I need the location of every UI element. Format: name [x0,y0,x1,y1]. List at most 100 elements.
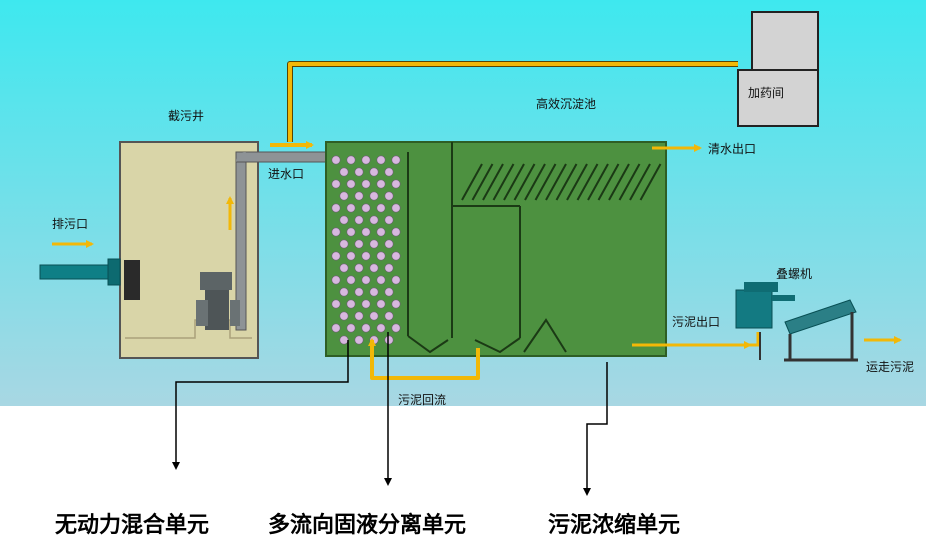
sludge-transport-label: 运走污泥 [866,360,914,374]
ground-background [0,406,926,545]
inclined-plate [587,163,609,201]
bubble [346,251,356,261]
bubble [346,299,356,309]
inclined-plate [639,163,662,201]
bubble [391,179,401,189]
bubble [361,323,371,333]
inclined-plate [482,163,504,201]
bubble [346,155,356,165]
bubble [376,227,386,237]
bubble [339,311,349,321]
inclined-plate [471,163,494,201]
bubble [384,239,394,249]
bubble [346,323,356,333]
bubble [369,263,379,273]
bubble [346,275,356,285]
bubble [354,335,364,345]
unit-label-mixing: 无动力混合单元 [55,512,209,538]
bubble [339,191,349,201]
sludge-outlet-label: 污泥出口 [672,315,720,329]
bubble [339,215,349,225]
bubble [369,239,379,249]
bubble [376,155,386,165]
bubble [361,275,371,285]
bubble [354,167,364,177]
bubble [376,251,386,261]
bubble [369,311,379,321]
inclined-plate [555,163,578,201]
inclined-plate [513,163,536,201]
bubble [384,191,394,201]
bubble [384,167,394,177]
sediment-tank: 高效沉淀池 [325,96,667,357]
inclined-plate [545,163,567,201]
bubble [346,179,356,189]
inclined-plate [597,163,620,201]
bubble [354,215,364,225]
sewage-outlet-label: 排污口 [52,217,88,231]
bubble [391,203,401,213]
bubble [331,179,341,189]
interceptor-well: 截污井 [119,109,337,359]
bubble [331,275,341,285]
bubble [376,179,386,189]
unit-label-thickening: 污泥浓缩单元 [548,512,680,538]
screw-press: 叠螺机 [735,267,858,362]
sludge-return-label: 污泥回流 [398,393,446,407]
inclined-plate [618,163,641,201]
bubble [369,191,379,201]
inclined-plate [566,163,588,201]
inclined-plate [534,163,557,201]
bubble [331,299,341,309]
bubble [346,203,356,213]
inclined-plate [503,163,525,201]
dosing-pipe [270,61,738,149]
bubble [331,227,341,237]
bubble [354,239,364,249]
clear-water-outlet-label: 清水出口 [708,142,756,156]
bubble [376,275,386,285]
bubble [384,263,394,273]
bubble [361,179,371,189]
inclined-plate [492,163,515,201]
dosing-room-label: 加药间 [748,86,784,100]
sludge-return-pipe [368,338,480,380]
dosing-room: 加药间 [737,11,819,127]
leader-line-thickening [583,362,608,496]
inclined-plate [608,163,630,201]
bubble [369,167,379,177]
bubble [391,323,401,333]
bubble [331,251,341,261]
bubble [339,239,349,249]
bubble [384,215,394,225]
submersible-pump-icon [196,272,240,330]
bubble [376,323,386,333]
mixing-bubbles [331,155,401,345]
bubble [391,155,401,165]
bubble [384,311,394,321]
bubble [361,203,371,213]
bubble [376,299,386,309]
bubble [391,299,401,309]
bubble [331,323,341,333]
inclined-plate [629,163,651,201]
inclined-plates [461,163,662,201]
inclined-plate [524,163,546,201]
bubble [354,311,364,321]
bubble [369,287,379,297]
bubble [331,203,341,213]
bubble [354,191,364,201]
leader-line-mixing [172,340,349,470]
bubble [361,251,371,261]
bubble [391,275,401,285]
bubble [339,263,349,273]
bubble [391,227,401,237]
bubble [339,287,349,297]
bubble [339,335,349,345]
bubble [354,263,364,273]
bubble [339,167,349,177]
screw-press-label: 叠螺机 [776,267,812,281]
bubble [361,155,371,165]
